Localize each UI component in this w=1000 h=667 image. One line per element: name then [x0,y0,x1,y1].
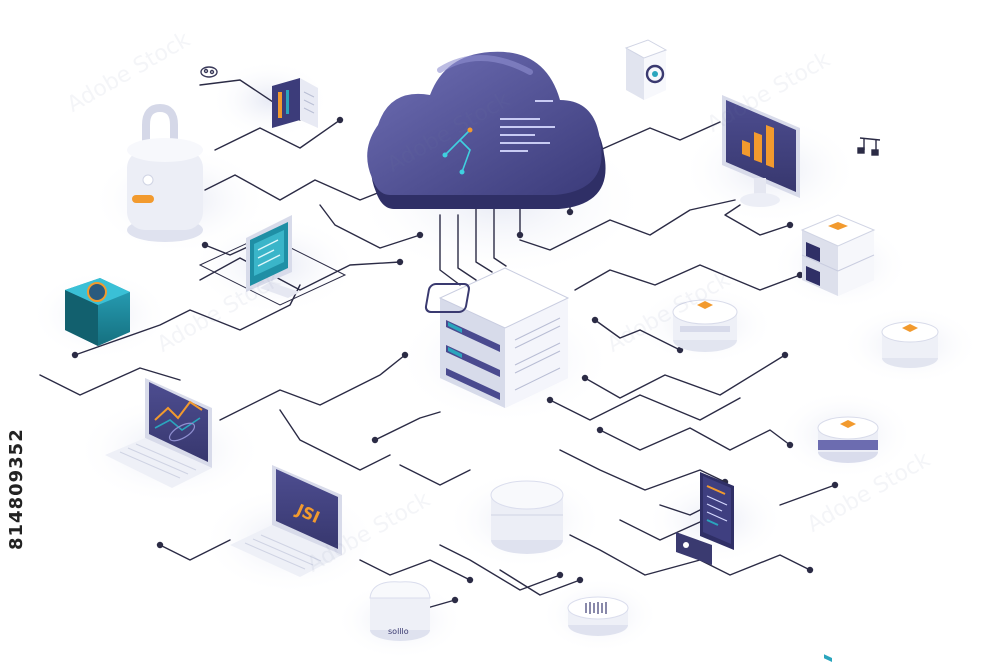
cloud-icon [367,51,606,209]
chip-icon [424,283,470,313]
stock-id-watermark: 814809352 [6,428,27,550]
tablet-icon [700,472,734,550]
smart-hub-icon [65,278,130,346]
chart-icon [722,95,800,207]
barcode-router-icon [567,596,629,636]
laptop-code-icon: JSI [230,465,342,577]
network-glyph-icon [857,137,881,156]
hub-label: solllo [388,627,409,636]
platform-outline [198,234,347,306]
key-icon [200,66,218,78]
phone-icon [676,532,712,565]
database-cylinder-icon [490,480,564,554]
router-icon [672,299,738,352]
monitor-icon [246,215,300,298]
laptop-icon [105,378,212,488]
server-icon [424,267,570,408]
lock-icon [127,103,203,242]
book-icon [272,78,318,128]
junction-dots [71,116,839,604]
router-icon-2 [881,321,939,368]
cube-icon [624,39,668,100]
bottom-hub-icon: solllo [369,581,431,641]
router-icon-3 [817,416,879,463]
database-icon [800,214,876,662]
